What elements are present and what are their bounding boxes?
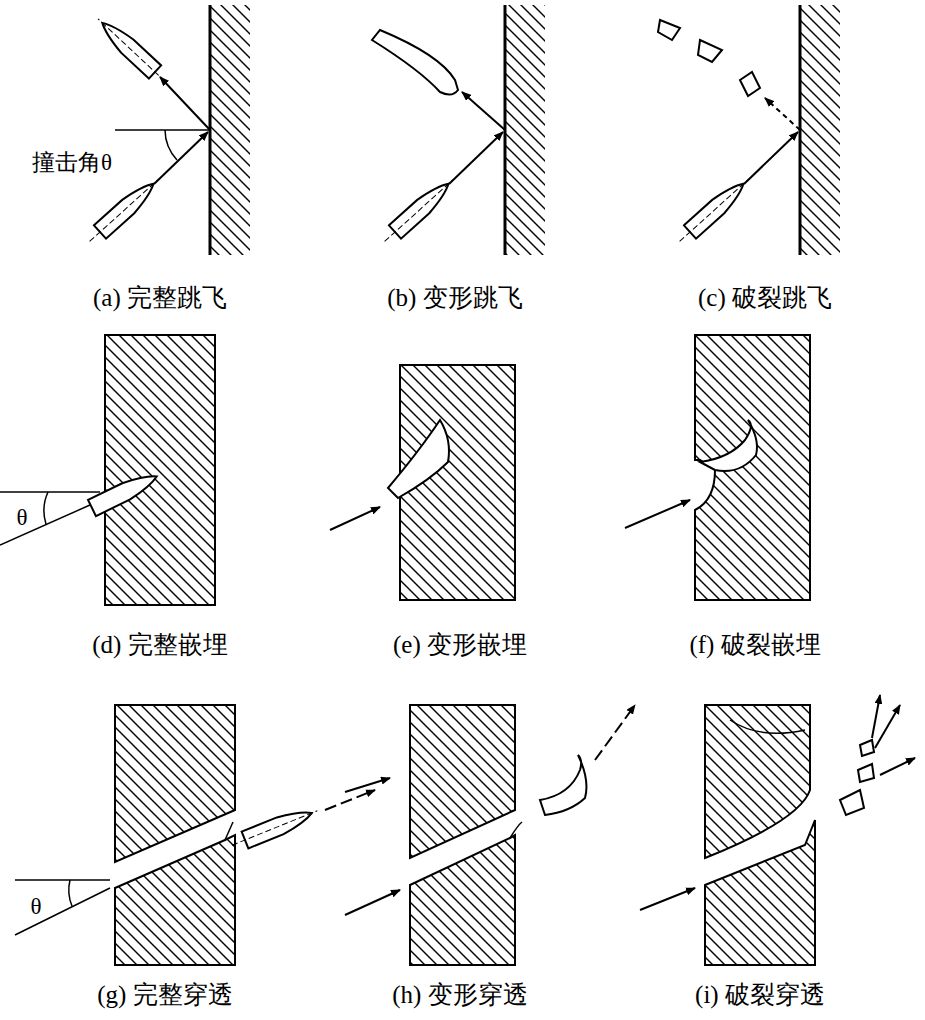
panel-caption: (a) 完整跳飞 [93, 284, 227, 312]
panel-caption: (h) 变形穿透 [392, 981, 527, 1009]
angle-label: θ [30, 894, 41, 919]
angle-label: 撞击角θ [32, 150, 112, 175]
panel-caption: (f) 破裂嵌埋 [689, 631, 820, 659]
panel-caption: (e) 变形嵌埋 [393, 631, 527, 659]
angle-label: θ [16, 505, 27, 530]
panel-caption: (i) 破裂穿透 [695, 981, 825, 1009]
panel-caption: (d) 完整嵌埋 [92, 631, 227, 659]
panel-caption: (b) 变形跳飞 [387, 284, 522, 312]
panel-caption: (c) 破裂跳飞 [698, 284, 832, 312]
panel-caption: (g) 完整穿透 [97, 981, 232, 1009]
